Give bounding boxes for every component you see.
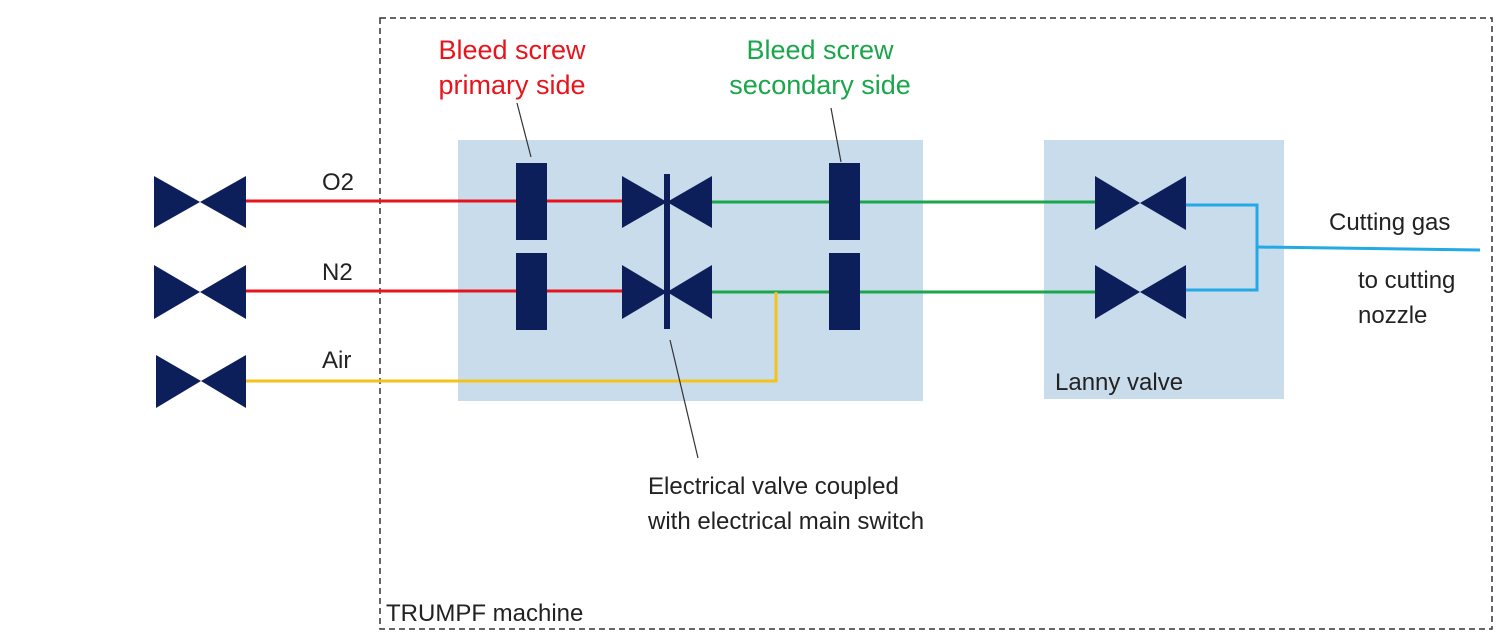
o2-supply-valve-icon (154, 176, 246, 228)
machine-boundary (379, 17, 1493, 630)
lanny-valve-n2-icon (1095, 265, 1186, 319)
bleed-screw-primary-n2 (516, 253, 547, 330)
label-electrical-valve-2: with electrical main switch (647, 508, 924, 535)
label-lanny-valve: Lanny valve (1055, 369, 1183, 396)
bleed-primary-leader (516, 102, 532, 158)
lanny-valve-o2-icon (1095, 176, 1186, 230)
label-bleed-secondary-1: Bleed screw (746, 35, 894, 65)
air-supply-valve-icon (156, 355, 246, 408)
label-o2: O2 (322, 169, 354, 196)
electrical-valve-leader (669, 339, 699, 459)
label-electrical-valve-1: Electrical valve coupled (648, 473, 899, 500)
label-cutting-gas: Cutting gas (1329, 209, 1450, 236)
bleed-secondary-leader (830, 107, 842, 163)
label-n2: N2 (322, 259, 353, 286)
label-to-nozzle-2: nozzle (1358, 302, 1427, 329)
lanny-valve-box (1044, 140, 1284, 399)
cutting-gas-outlet-pipe (1256, 245, 1481, 252)
label-air: Air (322, 347, 351, 374)
bleed-screw-secondary-n2 (829, 253, 860, 330)
electrical-valve-coupling-bar (664, 174, 670, 329)
label-to-nozzle-1: to cutting (1358, 267, 1455, 294)
label-bleed-primary-1: Bleed screw (438, 35, 586, 65)
n2-supply-valve-icon (154, 265, 246, 319)
bleed-screw-primary-o2 (516, 163, 547, 240)
label-bleed-primary-2: primary side (438, 70, 585, 100)
label-bleed-secondary-2: secondary side (729, 70, 911, 100)
bleed-screw-secondary-o2 (829, 163, 860, 240)
air-pipe (244, 292, 778, 383)
label-trumpf-machine: TRUMPF machine (386, 600, 583, 627)
